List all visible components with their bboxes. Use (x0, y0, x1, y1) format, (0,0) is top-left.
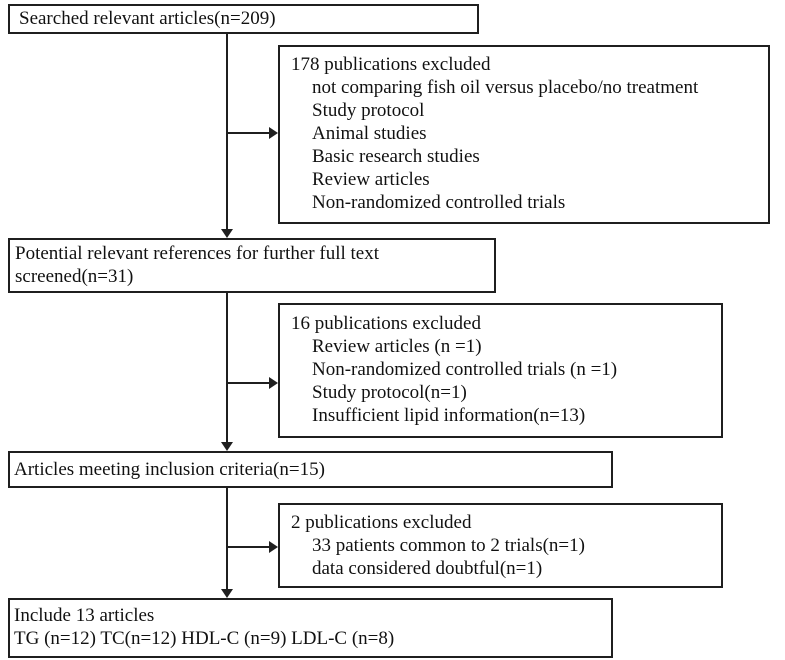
box-searched-articles: Searched relevant articles(n=209) (8, 4, 479, 34)
exclusion-title: 16 publications excluded (291, 313, 481, 334)
connector-vertical-3 (226, 488, 228, 589)
exclusion-title: 2 publications excluded (291, 512, 472, 533)
connector-branch-1 (227, 132, 270, 134)
arrow-down-icon-2 (221, 442, 233, 451)
exclusion-item: not comparing fish oil versus placebo/no… (312, 77, 699, 98)
box-text-line: TG (n=12) TC(n=12) HDL-C (n=9) LDL-C (n=… (14, 628, 395, 649)
exclusion-item: 33 patients common to 2 trials(n=1) (312, 535, 585, 556)
box-excluded-178: 178 publications excluded not comparing … (278, 45, 770, 224)
exclusion-item: Animal studies (312, 123, 427, 144)
exclusion-item: Review articles (n =1) (312, 336, 482, 357)
box-text-line: Include 13 articles (14, 605, 155, 626)
exclusion-item: Review articles (312, 169, 430, 190)
exclusion-item: Non-randomized controlled trials (n =1) (312, 359, 618, 380)
box-text-line: Articles meeting inclusion criteria(n=15… (14, 459, 325, 480)
arrow-right-icon-1 (269, 127, 278, 139)
exclusion-item: Non-randomized controlled trials (312, 192, 566, 213)
arrow-down-icon-3 (221, 589, 233, 598)
connector-branch-2 (227, 382, 270, 384)
box-inclusion-criteria: Articles meeting inclusion criteria(n=15… (8, 451, 613, 488)
box-included-articles: Include 13 articles TG (n=12) TC(n=12) H… (8, 598, 613, 658)
box-text-line: Searched relevant articles(n=209) (19, 8, 276, 29)
arrow-down-icon-1 (221, 229, 233, 238)
arrow-right-icon-2 (269, 377, 278, 389)
exclusion-title: 178 publications excluded (291, 54, 491, 75)
box-text-line: screened(n=31) (15, 266, 134, 287)
box-fulltext-screened: Potential relevant references for furthe… (8, 238, 496, 293)
exclusion-item: Study protocol(n=1) (312, 382, 467, 403)
box-text-line: Potential relevant references for furthe… (15, 243, 379, 264)
exclusion-item: data considered doubtful(n=1) (312, 558, 543, 579)
arrow-right-icon-3 (269, 541, 278, 553)
connector-vertical-2 (226, 293, 228, 443)
exclusion-item: Insufficient lipid information(n=13) (312, 405, 586, 426)
box-excluded-16: 16 publications excluded Review articles… (278, 303, 723, 438)
exclusion-item: Study protocol (312, 100, 425, 121)
box-excluded-2: 2 publications excluded 33 patients comm… (278, 503, 723, 588)
connector-branch-3 (227, 546, 270, 548)
exclusion-item: Basic research studies (312, 146, 480, 167)
